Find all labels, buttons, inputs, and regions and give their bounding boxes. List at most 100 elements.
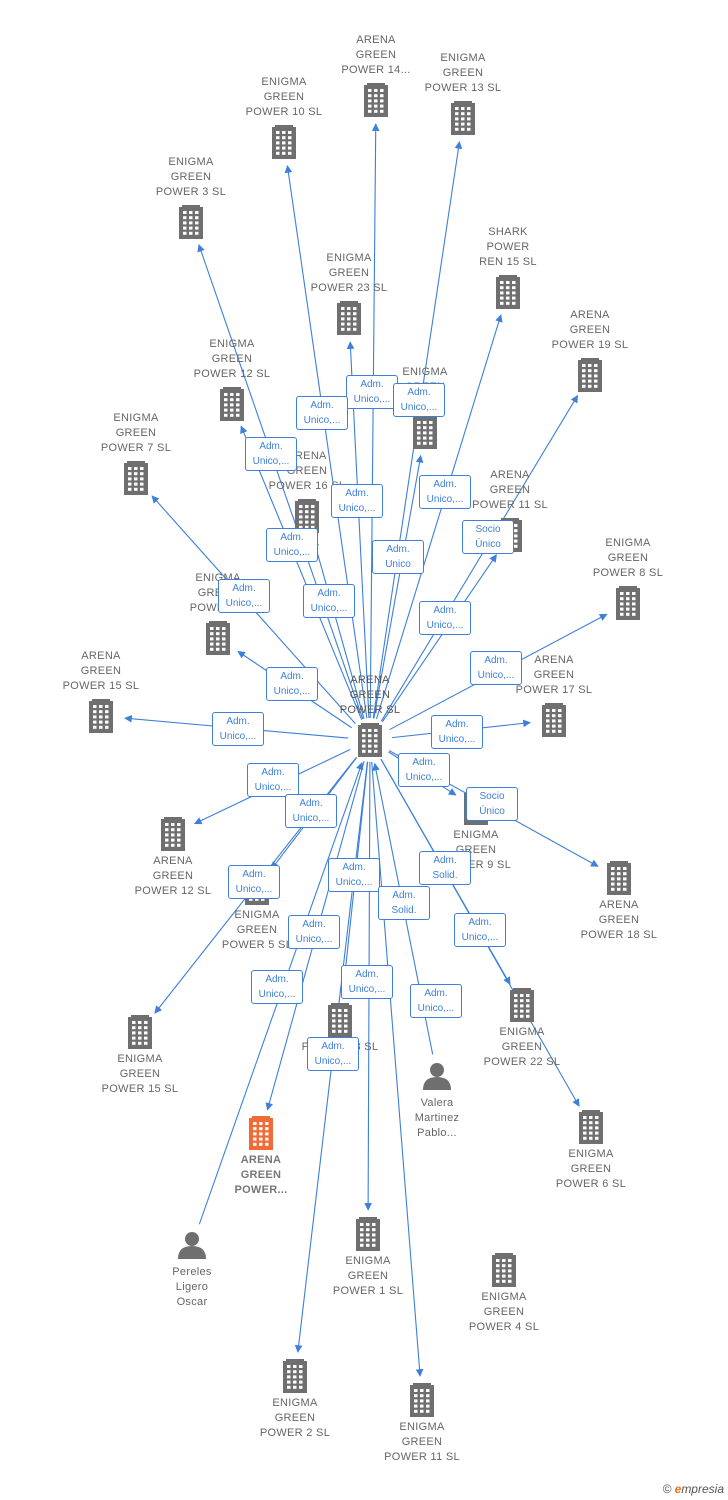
edge-e5 — [373, 454, 424, 719]
building-icon[interactable] — [578, 358, 602, 392]
edge-label[interactable]: Adm.Unico,... — [328, 858, 380, 892]
edge-label[interactable]: Adm.Unico,... — [266, 667, 318, 701]
node-label-line: SHARK — [488, 226, 528, 238]
building-icon[interactable] — [358, 723, 382, 757]
building-focus-icon[interactable] — [249, 1116, 273, 1150]
building-icon[interactable] — [337, 301, 361, 335]
edge-label[interactable]: Adm.Unico,... — [393, 383, 445, 417]
building-icon[interactable] — [161, 817, 185, 851]
node-label-line: ENIGMA — [261, 76, 307, 88]
building-icon[interactable] — [356, 1217, 380, 1251]
node-label-line: POWER 4 SL — [468, 1321, 540, 1333]
edge-label[interactable]: Adm.Unico,... — [419, 601, 471, 635]
building-icon[interactable] — [616, 586, 640, 620]
building-icon[interactable] — [542, 703, 566, 737]
edge-label-line-2: Unico,... — [310, 603, 348, 614]
building-icon[interactable] — [364, 83, 388, 117]
edge-label[interactable]: Adm.Unico,... — [431, 715, 483, 749]
edge-label[interactable]: Adm.Unico,... — [296, 396, 348, 430]
edge-label[interactable]: Adm.Unico — [372, 540, 424, 574]
edge-label-line-1: Adm. — [360, 379, 384, 390]
edge-label[interactable]: Adm.Unico,... — [398, 753, 450, 787]
edge-label[interactable]: Adm.Unico,... — [307, 1037, 359, 1071]
building-icon[interactable] — [607, 861, 631, 895]
building-icon[interactable] — [124, 461, 148, 495]
edge-label[interactable]: Adm.Unico,... — [341, 965, 393, 999]
edge-label[interactable]: Adm.Solid. — [419, 851, 471, 885]
building-icon[interactable] — [272, 125, 296, 159]
building-icon[interactable] — [410, 1383, 434, 1417]
building-icon[interactable] — [496, 275, 520, 309]
building-icon[interactable] — [283, 1359, 307, 1393]
building-icon[interactable] — [328, 1003, 352, 1037]
edge-label[interactable]: Adm.Unico,... — [218, 579, 270, 613]
building-icon[interactable] — [295, 499, 319, 533]
person-icon[interactable] — [423, 1063, 451, 1090]
building-icon[interactable] — [89, 699, 113, 733]
edge-label[interactable]: Adm.Unico,... — [410, 984, 462, 1018]
edge-label-line-1: Adm. — [355, 969, 379, 980]
edge-label[interactable]: Adm.Unico,... — [288, 915, 340, 949]
building-icon[interactable] — [413, 415, 437, 449]
edge-label[interactable]: Adm.Unico,... — [285, 794, 337, 828]
edge-label[interactable]: Adm.Unico,... — [470, 651, 522, 685]
building-icon[interactable] — [206, 621, 230, 655]
edge-label[interactable]: Adm.Unico,... — [245, 437, 297, 471]
edge-label[interactable]: Adm.Unico,... — [266, 528, 318, 562]
building-icon[interactable] — [451, 101, 475, 135]
edge-label[interactable]: Adm.Unico,... — [331, 484, 383, 518]
edge-label[interactable]: Adm.Unico,... — [303, 584, 355, 618]
building-icon[interactable] — [128, 1015, 152, 1049]
edge-label[interactable]: Adm.Solid. — [378, 886, 430, 920]
watermark: © empresia — [662, 1482, 724, 1496]
edge-label[interactable]: Adm.Unico,... — [247, 763, 299, 797]
node-label-line: POWER 10 SL — [245, 106, 323, 118]
edge-label[interactable]: Adm.Unico,... — [228, 865, 280, 899]
building-icon[interactable] — [179, 205, 203, 239]
building-icon[interactable] — [492, 1253, 516, 1287]
edge-label-line-2: Unico,... — [219, 731, 257, 742]
building-icon[interactable] — [579, 1110, 603, 1144]
edge-label[interactable]: Adm.Unico,... — [454, 913, 506, 947]
edge-label[interactable]: Adm.Unico,... — [251, 970, 303, 1004]
edge-label[interactable]: Adm.Unico,... — [346, 375, 398, 409]
building-icon[interactable] — [220, 387, 244, 421]
person-icon[interactable] — [178, 1232, 206, 1259]
edge-label-line-2: Unico,... — [400, 402, 438, 413]
node-label-line: POWER 16 SL — [268, 480, 346, 492]
edge-label[interactable]: Adm.Unico,... — [212, 712, 264, 746]
node-label-line: ENIGMA — [499, 1026, 545, 1038]
edge-label[interactable]: Adm.Unico,... — [419, 475, 471, 509]
building-icon[interactable] — [510, 988, 534, 1022]
